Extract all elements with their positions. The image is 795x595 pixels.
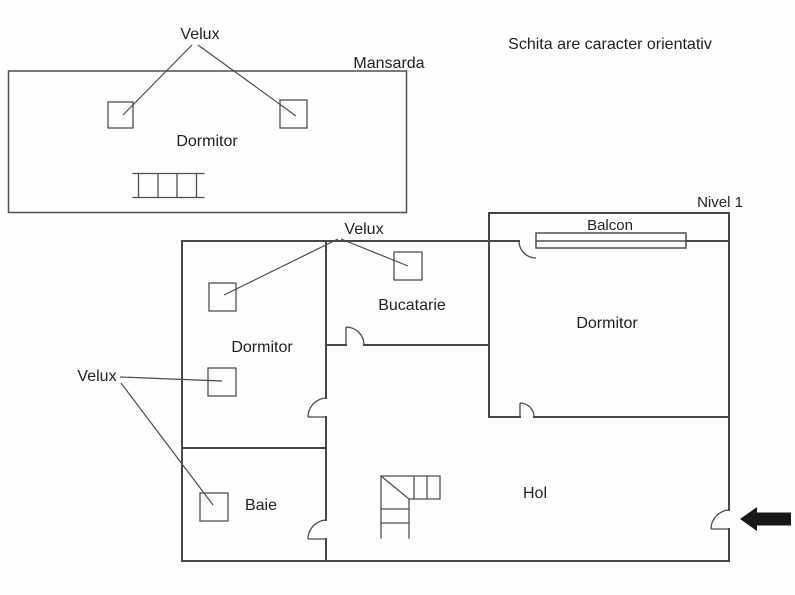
- velux-pointer-line: [197, 44, 297, 117]
- velux-pointer-line: [122, 44, 193, 116]
- dormitor-left-label: Dormitor: [231, 339, 293, 356]
- nivel1-velux-label-top: Velux: [344, 221, 383, 238]
- dormitor-right-door-swing: [519, 402, 535, 418]
- dormitor-right-label: Dormitor: [576, 315, 638, 332]
- nivel1-velux-window-dormitor-2: [207, 367, 237, 397]
- nivel1-title: Nivel 1: [697, 194, 743, 211]
- mansarda-velux-window-right: [279, 99, 308, 129]
- balcony-door-swing: [518, 240, 537, 259]
- mansarda-plan: Velux Mansarda Dormitor: [7, 26, 425, 214]
- mansarda-outline: [7, 70, 408, 214]
- balcony-railing: [535, 232, 687, 249]
- mansarda-title: Mansarda: [353, 55, 424, 72]
- velux-pointer-line: [223, 238, 339, 296]
- velux-pointer-line: [120, 382, 214, 506]
- mansarda-velux-window-left: [107, 101, 134, 129]
- entrance-arrow-icon: [740, 507, 791, 531]
- hol-label: Hol: [523, 485, 547, 502]
- mansarda-velux-label: Velux: [180, 26, 219, 43]
- disclaimer-note: Schita are caracter orientativ: [508, 36, 712, 53]
- entrance-door-swing: [710, 509, 730, 530]
- mansarda-dormitor-label: Dormitor: [176, 133, 238, 150]
- hol-stairs: [380, 475, 441, 539]
- stairs-lines: [380, 475, 441, 539]
- bucatarie-label: Bucatarie: [378, 297, 446, 314]
- nivel1-velux-window-baie: [199, 492, 229, 522]
- balcon-label: Balcon: [587, 217, 633, 234]
- nivel1-plan: Nivel 1 Balcon Velux Velux Bucatarie Dor…: [77, 194, 791, 562]
- nivel1-walls: [181, 212, 730, 562]
- baie-label: Baie: [245, 497, 277, 514]
- nivel1-velux-label-left: Velux: [77, 368, 116, 385]
- stairs-lines: [132, 172, 205, 199]
- mansarda-stairs: [132, 172, 205, 199]
- dormitor-left-door-swing: [307, 397, 327, 418]
- bucatarie-door-swing: [345, 326, 365, 346]
- velux-pointer-line: [119, 376, 223, 382]
- nivel1-velux-window-bucatarie: [393, 251, 423, 281]
- velux-pointer-line: [340, 238, 409, 267]
- nivel1-velux-window-dormitor-1: [208, 282, 237, 312]
- baie-door-swing: [307, 519, 327, 540]
